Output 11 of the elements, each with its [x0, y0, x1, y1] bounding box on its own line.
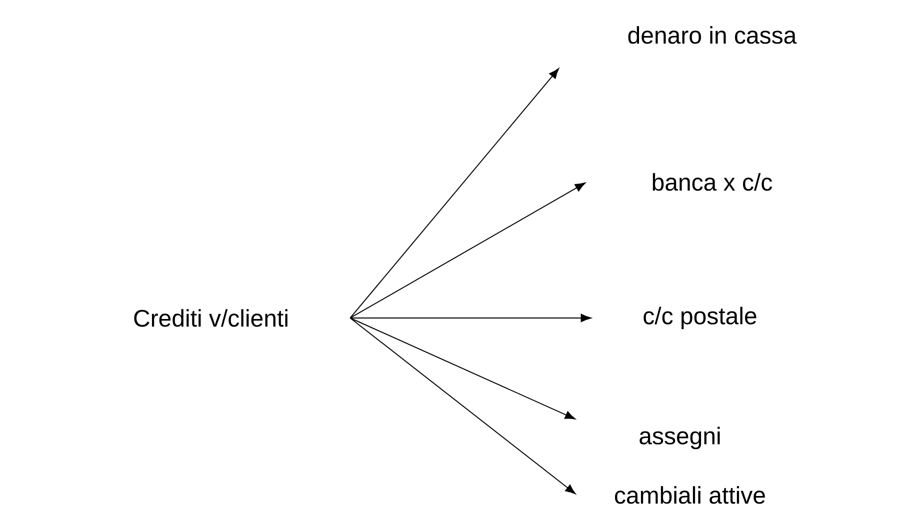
arrow: [350, 314, 592, 322]
node-label: denaro in cassa: [628, 26, 797, 44]
node-label: Crediti v/clienti: [134, 309, 288, 327]
arrow: [350, 68, 559, 318]
node-label: banca x c/c: [652, 173, 772, 191]
arrow: [350, 182, 586, 318]
node-label: cambiali attive: [615, 486, 765, 504]
arrow: [350, 318, 576, 420]
node-label: assegni: [640, 426, 720, 450]
node-label: c/c postale: [644, 306, 756, 330]
arrow: [350, 318, 576, 494]
